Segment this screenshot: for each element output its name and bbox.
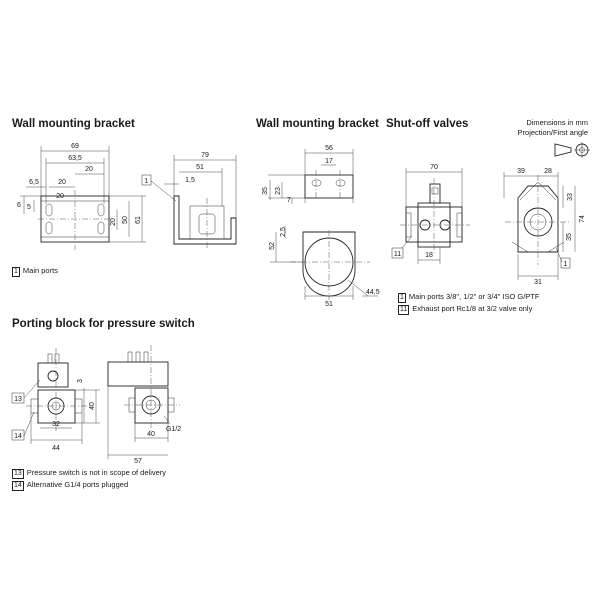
callout-1-right: 1: [564, 261, 568, 268]
dim-20-mid: 20: [58, 179, 66, 186]
dim-50: 50: [122, 216, 129, 224]
dim-3: 3: [77, 379, 84, 383]
dim-17: 17: [325, 158, 333, 165]
dim-40-side: 40: [147, 431, 155, 438]
dim-2-5: 2,5: [280, 227, 287, 237]
dim-51-side: 51: [196, 164, 204, 171]
callout-1-left: 1: [145, 178, 149, 185]
note-number: 1: [398, 293, 406, 303]
shutoff-valves-heading: Shut-off valves: [386, 118, 469, 130]
wall-bracket-side-view: 79 51 1,5 1: [141, 152, 237, 250]
note-number: 1: [12, 267, 20, 277]
dim-5: 5: [27, 204, 31, 211]
porting-block-side-view: 40 57 G1/2: [107, 345, 181, 465]
dim-57: 57: [134, 458, 142, 465]
dim-44-5: 44,5: [366, 289, 380, 296]
dim-61: 61: [135, 216, 142, 224]
shutoff-valve-front-view: 70 18 11: [391, 164, 470, 264]
dim-23: 23: [275, 187, 282, 195]
dim-39: 39: [517, 168, 525, 175]
dim-20-right: 20: [110, 218, 117, 226]
projection-symbol-icon: [554, 142, 590, 158]
dim-74: 74: [579, 215, 586, 223]
callout-14: 14: [14, 433, 22, 440]
wall-bracket-heading-right: Wall mounting bracket: [256, 118, 379, 130]
dim-20-left: 20: [56, 193, 64, 200]
dim-6: 6: [17, 202, 21, 209]
dim-g1-2: G1/2: [166, 426, 181, 433]
wall-bracket-front-view: 69 63,5 20 20 6,5 20 6 5 20 50 61: [17, 143, 146, 250]
dim-70: 70: [430, 164, 438, 171]
dim-1-5: 1,5: [185, 177, 195, 184]
dim-28: 28: [544, 168, 552, 175]
porting-block-heading: Porting block for pressure switch: [12, 318, 195, 330]
dim-31: 31: [534, 279, 542, 286]
dim-51-right: 51: [325, 301, 333, 308]
dim-7: 7: [287, 197, 291, 204]
dim-35-left: 35: [262, 187, 269, 195]
note-number: 13: [12, 469, 24, 479]
wall-bracket-heading-left: Wall mounting bracket: [12, 118, 135, 130]
dim-6-5: 6,5: [29, 179, 39, 186]
wall-bracket-right-view: 56 17 35 23 7 2,5 52 51 44,5: [262, 145, 380, 308]
dim-20-top: 20: [85, 166, 93, 173]
callout-11: 11: [394, 251, 401, 258]
dimensions-unit-text: Dimensions in mm: [526, 118, 588, 127]
dim-40-front: 40: [89, 402, 96, 410]
dim-56: 56: [325, 145, 333, 152]
note-number: 14: [12, 481, 24, 491]
note-text: Main ports: [22, 266, 58, 275]
note-text: Main ports 3/8", 1/2" or 3/4" ISO G/PTF: [408, 292, 540, 301]
dim-79: 79: [201, 152, 209, 159]
dim-44: 44: [52, 445, 60, 452]
dim-32: 32: [52, 421, 60, 428]
callout-13: 13: [14, 396, 22, 403]
dim-52: 52: [269, 242, 276, 250]
dimensions-info: Dimensions in mm Projection/First angle: [518, 118, 588, 138]
note-text: Exhaust port Rc1/8 at 3/2 valve only: [412, 304, 533, 313]
note-number: 11: [398, 305, 410, 315]
note-text: Pressure switch is not in scope of deliv…: [26, 468, 167, 477]
dim-35-right: 35: [566, 233, 573, 241]
dim-18: 18: [425, 252, 433, 259]
dim-63-5: 63,5: [68, 155, 82, 162]
dim-33: 33: [567, 193, 574, 201]
note-text: Alternative G1/4 ports plugged: [26, 480, 129, 489]
projection-text: Projection/First angle: [517, 128, 588, 137]
dim-69: 69: [71, 143, 79, 150]
shutoff-valve-side-view: 39 28 33 74 35 31 1: [503, 168, 586, 286]
porting-block-front-view: 3 40 32 44 13 14: [11, 348, 100, 452]
